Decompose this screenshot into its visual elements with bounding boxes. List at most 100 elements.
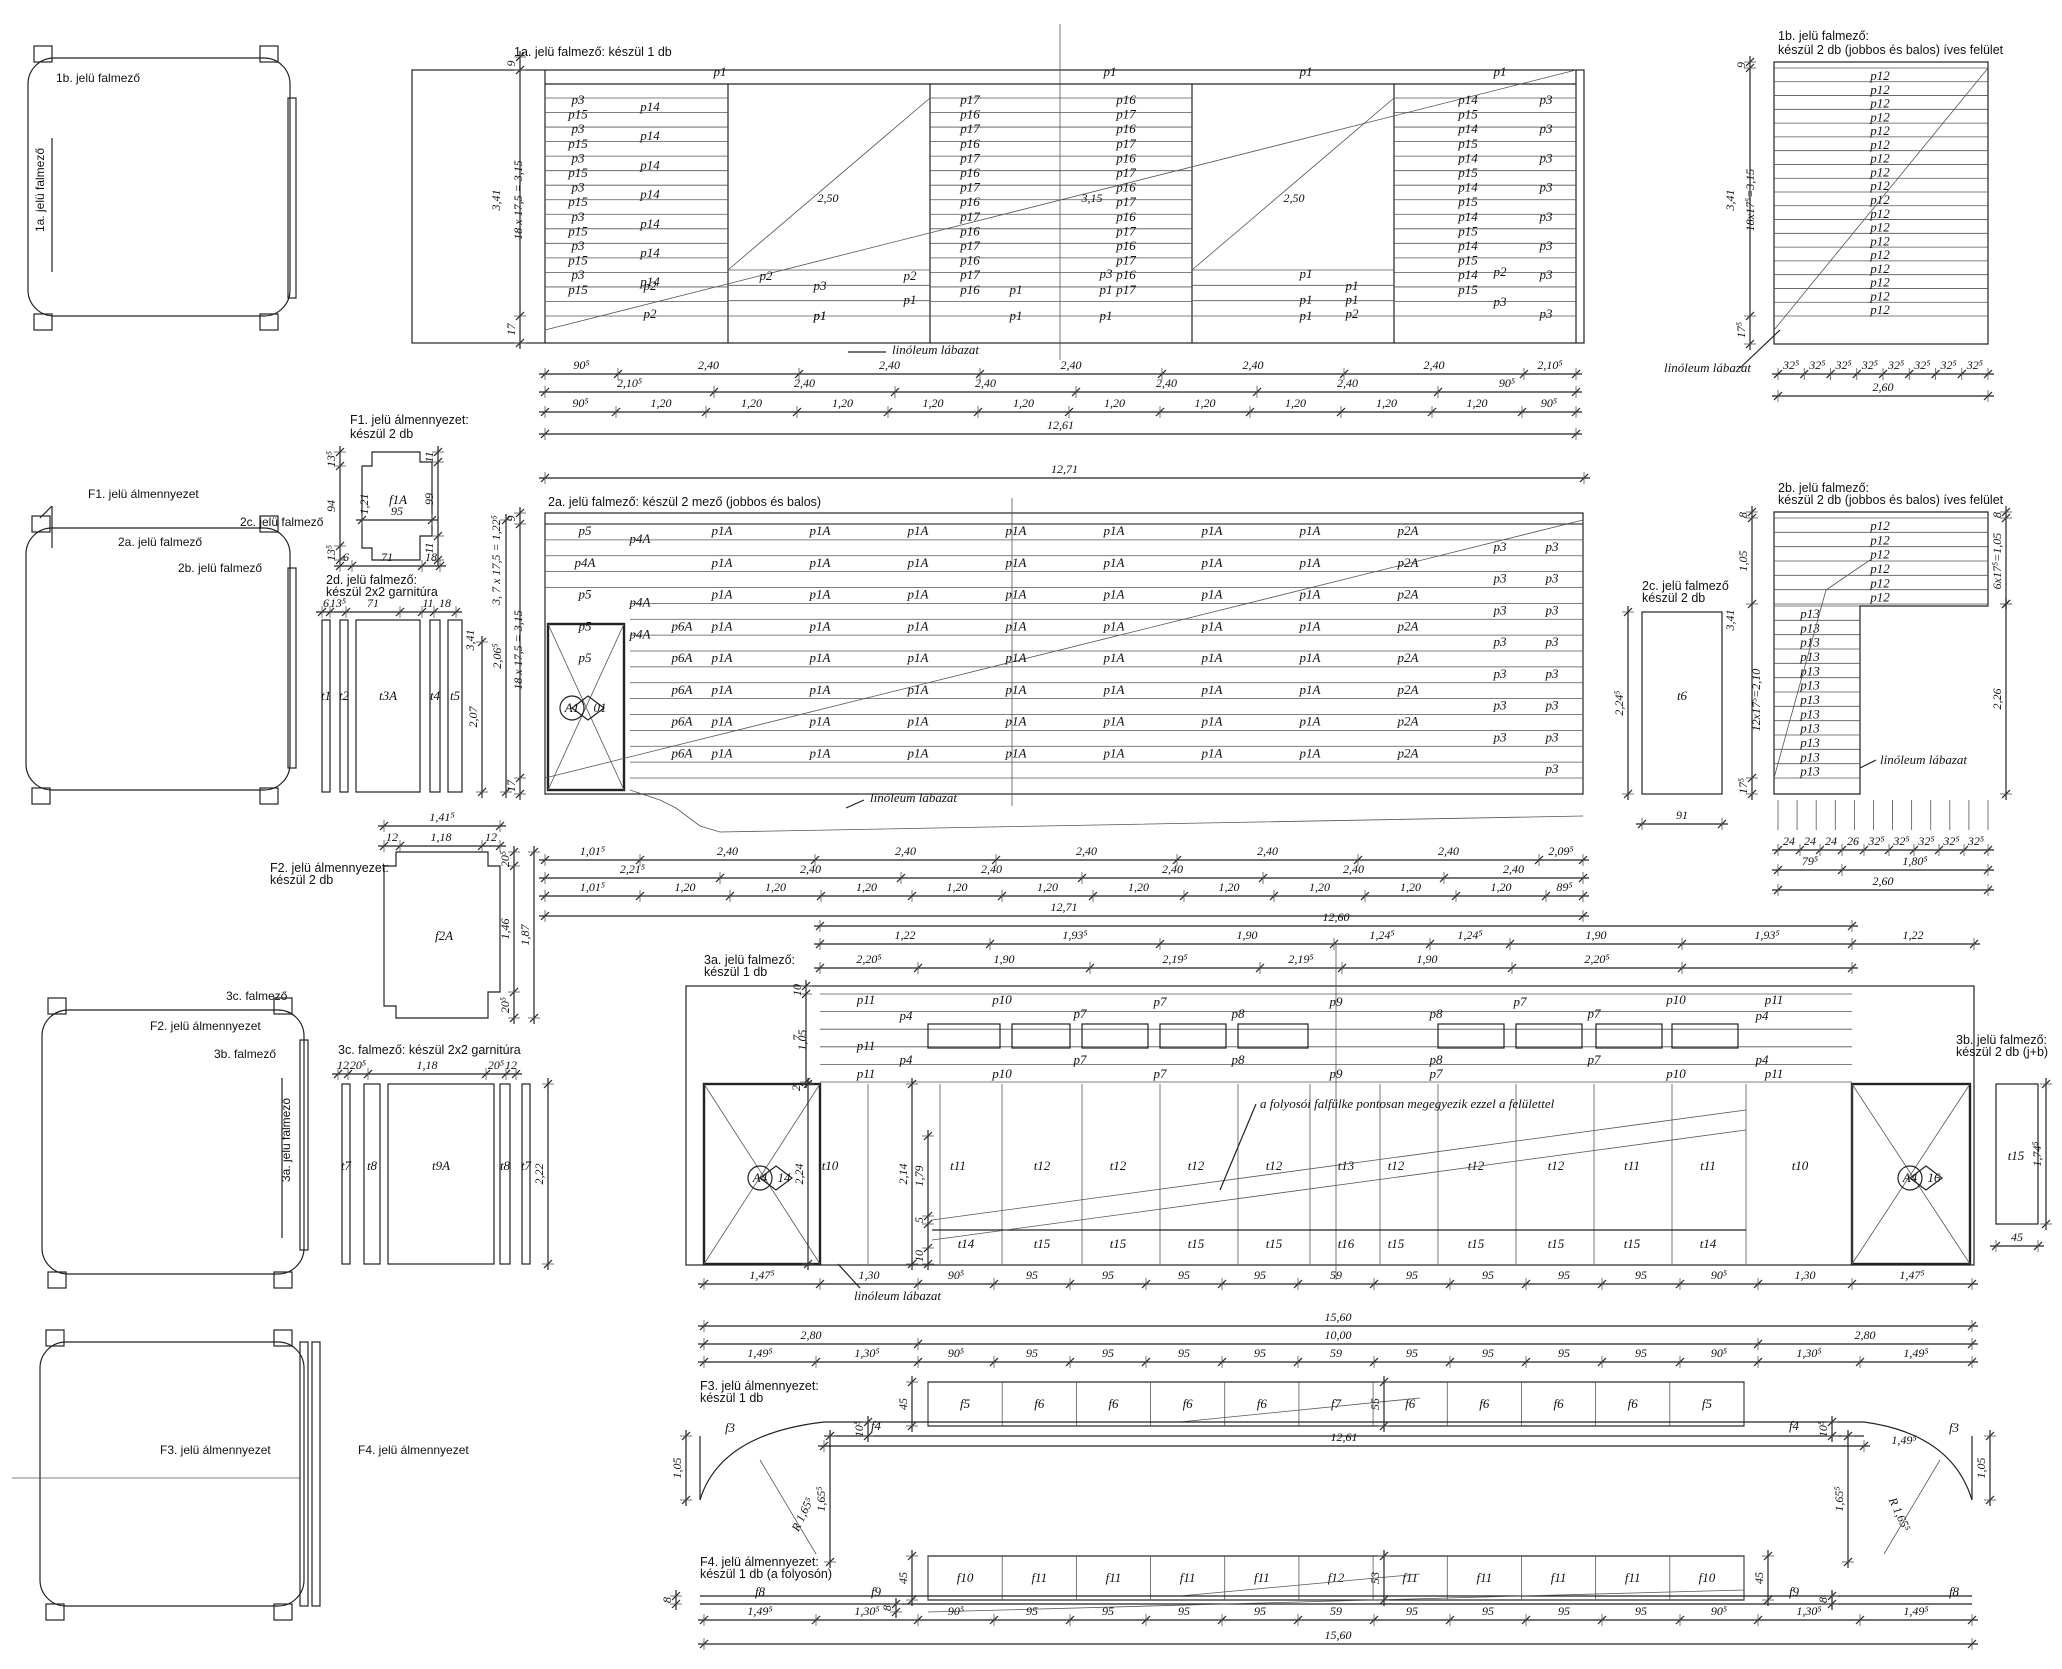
column-icon [45, 1329, 65, 1347]
panel-code: t15 [1548, 1236, 1565, 1251]
hatched-grille [1671, 1023, 1739, 1049]
hatched-grille [1011, 1023, 1071, 1049]
panel-code: t9A [432, 1158, 450, 1173]
panel-code: p12 [1869, 547, 1890, 562]
panel-code: p1A [1201, 523, 1223, 538]
dim-value: 20⁵ [498, 997, 512, 1013]
dim-value: 12,61 [1331, 1430, 1358, 1444]
panel-code: p1A [1005, 555, 1027, 570]
dim-value: 10 [790, 984, 804, 996]
panel-code: f9 [871, 1584, 882, 1599]
panel-code: p14 [639, 187, 660, 202]
panel-code: p1 [1345, 278, 1359, 293]
panel-code: p1A [1201, 714, 1223, 729]
dim-value: 95 [1406, 1268, 1418, 1282]
dim-value: 2,80 [1855, 1328, 1876, 1342]
panel-code: f6 [1183, 1396, 1194, 1411]
panel-code: p6A [671, 682, 693, 697]
panel-code: p15 [567, 223, 588, 238]
dim-value: 2 [789, 1085, 803, 1091]
panel-code: p1A [711, 555, 733, 570]
dim-value: 8 [1816, 1597, 1830, 1603]
panel-code: p3 [1545, 602, 1560, 617]
panel-code: p8 [1231, 1006, 1246, 1021]
room-outline [25, 527, 291, 791]
panel-code: p10 [1665, 1066, 1686, 1081]
door-code: A1 [564, 700, 579, 715]
panel-code: p1A [1103, 587, 1125, 602]
panel-code: t15 [1468, 1236, 1485, 1251]
panel-code: p16 [959, 253, 980, 268]
panel-code: p10 [991, 992, 1012, 1007]
panel-code: p1A [907, 618, 929, 633]
dim-value: 90⁵ [572, 396, 588, 410]
plan-label: 2a. jelü falmező [118, 535, 202, 549]
dim-value: 24 [1783, 834, 1795, 848]
panel-code: p13 [1799, 706, 1820, 721]
panel-code: p3 [1099, 266, 1114, 281]
panel-code: p1 [813, 308, 827, 323]
dim-value: 1,49⁵ [747, 1346, 772, 1360]
panel-code: p1A [1005, 714, 1027, 729]
panel-code: p12 [1869, 123, 1890, 138]
dim-value: 18 [425, 550, 437, 564]
panel-code: p1A [809, 523, 831, 538]
curved-edge [699, 1421, 825, 1501]
panel-code: f11 [1625, 1570, 1641, 1585]
dim-value: 95 [1635, 1604, 1647, 1618]
panel-code: p16 [1115, 180, 1136, 195]
panel-code: p17 [959, 180, 980, 195]
dim-value: 1,47⁵ [749, 1268, 774, 1282]
panel-code: p1A [907, 682, 929, 697]
dim-value: 1,93⁵ [1062, 928, 1087, 942]
door-frame [546, 622, 626, 792]
panel-code: p12 [1869, 561, 1890, 576]
leader [845, 799, 865, 809]
diagonal [1179, 1397, 1421, 1423]
dim-value: 2,26 [1990, 689, 2004, 710]
dim-value: 10⁵ [852, 1421, 866, 1437]
section-title: 2b. jelü falmező: [1778, 481, 1869, 495]
dim-value: 10,00 [1325, 1328, 1352, 1342]
dim-value: 95 [1558, 1604, 1570, 1618]
panel-outline [341, 1083, 351, 1265]
panel-code: p14 [639, 128, 660, 143]
panel-code: f4 [871, 1418, 882, 1433]
dim-value: 18 x 17,5 = 3,15 [511, 610, 525, 689]
note-text: linóleum lábazat [1880, 752, 1967, 767]
dim-value: 10 [912, 1250, 926, 1262]
wall-segment [287, 97, 297, 299]
plan-label: 2b. jelü falmező [178, 561, 262, 575]
panel-code: p14 [639, 157, 660, 172]
section-title: készül 2 db (jobbos és balos) íves felül… [1778, 43, 2004, 57]
panel-code: p1A [1103, 714, 1125, 729]
dim-value: 2,60 [1873, 874, 1894, 888]
panel-code: p14 [1457, 121, 1478, 136]
dim-value: 3,41 [463, 630, 477, 652]
plan-label: 1a. jelü falmező [33, 148, 47, 232]
panel-code: p7 [1153, 1066, 1168, 1081]
dim-value: 59 [1330, 1346, 1342, 1360]
panel-code: p3 [1539, 306, 1554, 321]
panel-code: p6A [671, 714, 693, 729]
panel-code: p12 [1869, 302, 1890, 317]
dim-value: 95 [1635, 1268, 1647, 1282]
dim-value: 32⁵ [1967, 834, 1984, 848]
panel-code: p3 [571, 150, 586, 165]
section-title: 1a. jelü falmező: készül 1 db [514, 45, 672, 59]
elevation-2a: 2a. jelü falmező: készül 2 mező (jobbos … [489, 495, 1589, 922]
panel-code: p3 [571, 209, 586, 224]
hatched-grille [1159, 1023, 1227, 1049]
dim-value: 32⁵ [1867, 834, 1884, 848]
panel-code: p17 [959, 121, 980, 136]
panel-code: t13 [1338, 1158, 1355, 1173]
panel-code: p3 [1539, 180, 1554, 195]
radius-line [759, 1459, 817, 1555]
dim-value: 90⁵ [1541, 396, 1557, 410]
panel-code: p1A [711, 682, 733, 697]
dim-value: 12,60 [1323, 910, 1350, 924]
radius-line [1883, 1459, 1941, 1555]
dim-value: 94 [324, 500, 338, 512]
